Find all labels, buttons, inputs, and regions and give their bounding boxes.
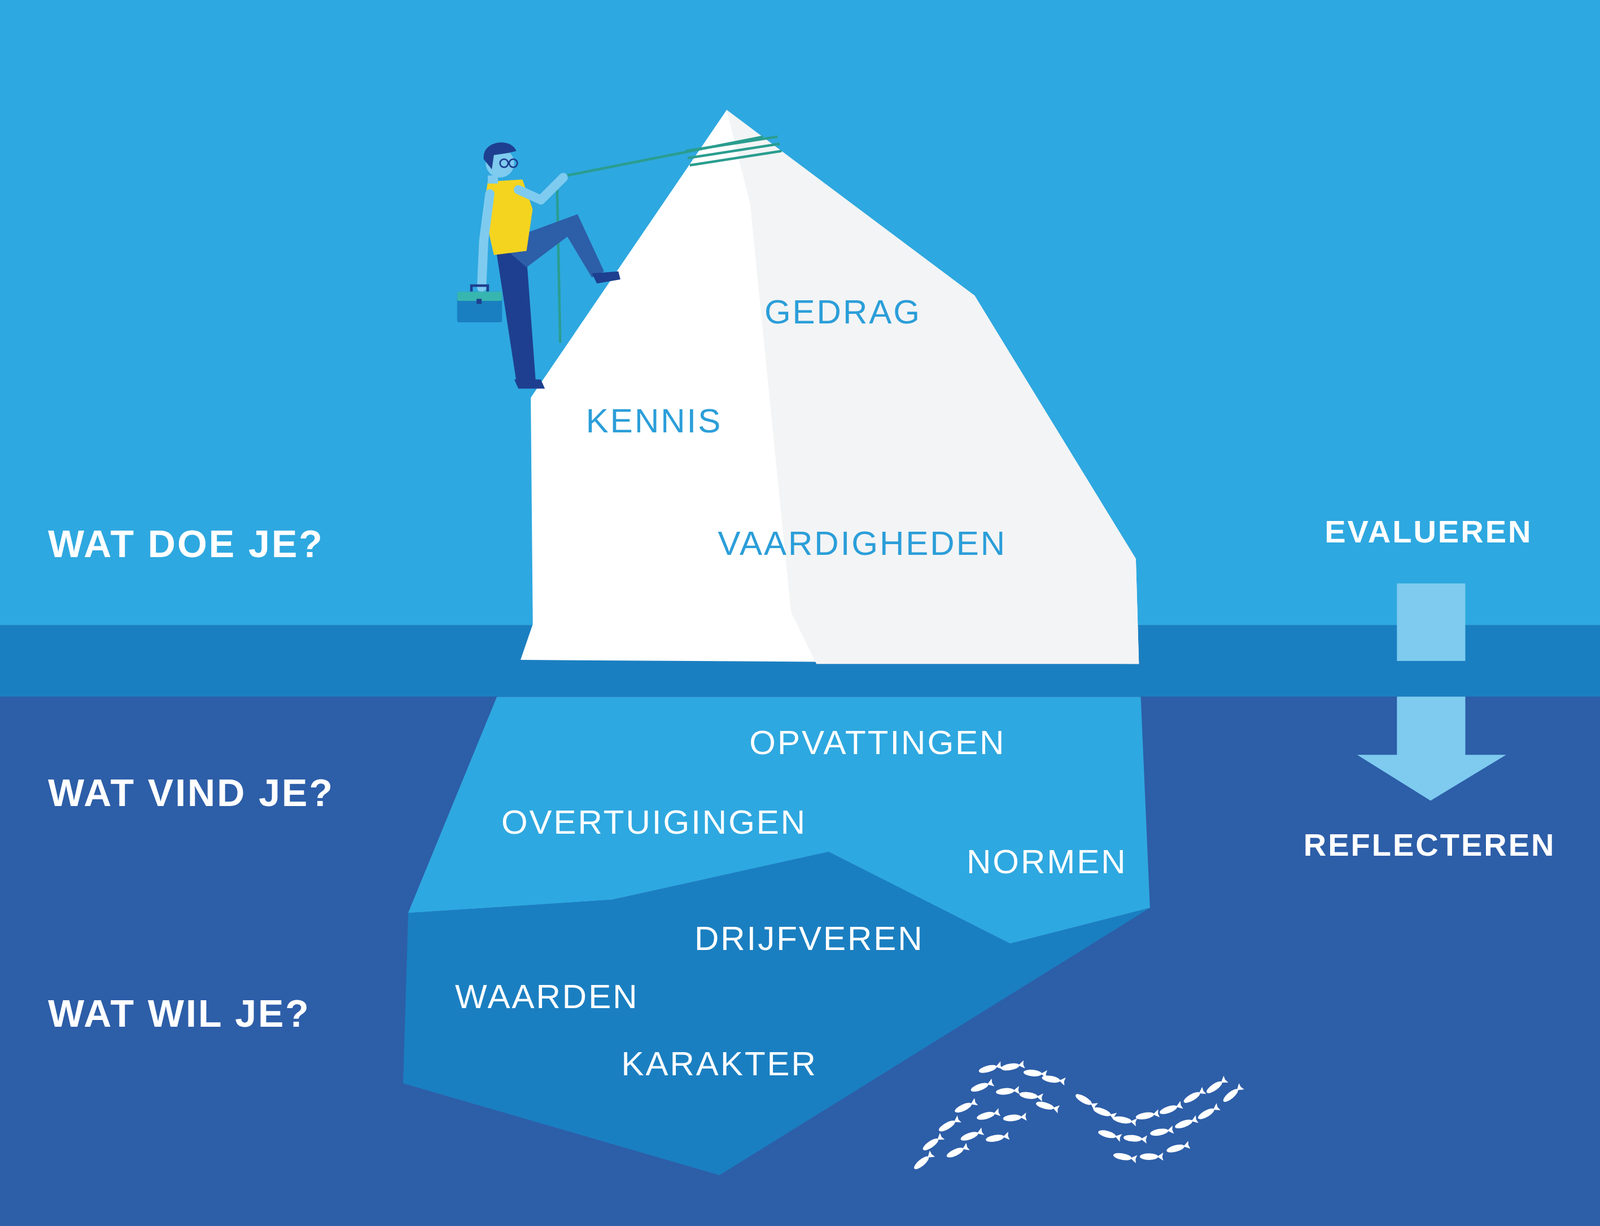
row-question: WAT DOE JE?	[47, 524, 325, 563]
iceberg-shade	[726, 110, 1139, 664]
arrow-head	[1357, 754, 1507, 801]
iceberg-layer: DRIJFVEREN WAARDEN KARAKTER	[398, 846, 1156, 1180]
layer-term: NORMEN	[966, 845, 1128, 880]
layer-term: OVERTUIGINGEN	[501, 805, 807, 840]
layer-term: KARAKTER	[621, 1047, 817, 1082]
arrow-shaft-bottom	[1396, 696, 1466, 756]
fish-school	[911, 1060, 1245, 1173]
iceberg-fill	[403, 851, 1151, 1176]
iceberg-shape	[515, 103, 1144, 668]
iceberg-layer: GEDRAG KENNIS VAARDIGHEDEN	[515, 103, 1144, 668]
layer-term: VAARDIGHEDEN	[717, 526, 1007, 561]
sky	[0, 0, 1600, 626]
layer-term: WAARDEN	[455, 980, 639, 1014]
process-label: EVALUEREN	[1324, 516, 1533, 548]
iceberg-fill	[520, 110, 1139, 664]
process-label: REFLECTEREN	[1303, 829, 1556, 861]
deep-water	[0, 696, 1600, 1226]
arrow-shaft-top	[1396, 583, 1466, 662]
layer-term: DRIJFVEREN	[694, 921, 925, 956]
row-question: WAT WIL JE?	[47, 994, 311, 1033]
layer-term: KENNIS	[586, 404, 723, 439]
layer-term: GEDRAG	[764, 295, 922, 330]
layer-term: OPVATTINGEN	[749, 726, 1006, 760]
row-question: WAT VIND JE?	[47, 773, 335, 812]
